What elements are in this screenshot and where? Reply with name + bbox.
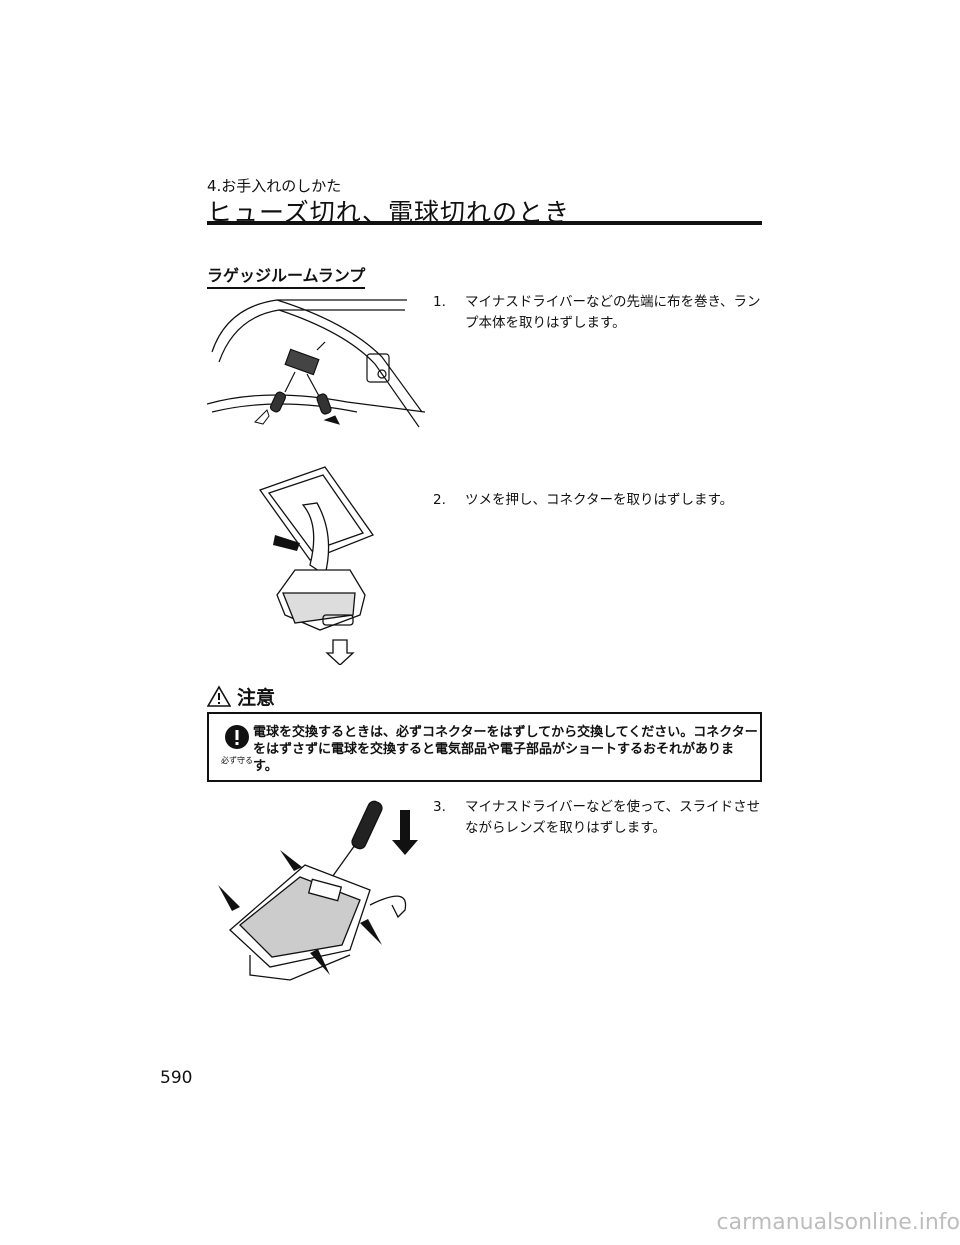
title-rule [207, 221, 762, 225]
step-number: 1. [433, 294, 446, 310]
badge-label: 必ず守る [221, 756, 253, 765]
step-number: 3. [433, 799, 446, 815]
step-number: 2. [433, 492, 446, 508]
exclamation-icon [225, 725, 249, 749]
warning-icon [207, 685, 231, 707]
step-2: 2. ツメを押し、コネクターを取りはずします。 [433, 490, 763, 511]
step-text: マイナスドライバーなどを使って、スライドさせながらレンズを取りはずします。 [465, 799, 761, 836]
chapter-label: 4.お手入れのしかた [207, 177, 342, 195]
figure-lens-removal [218, 800, 418, 981]
caution-box: 必ず守る 電球を交換するときは、必ずコネクターをはずしてから交換してください。コ… [207, 712, 762, 782]
section-title: ラゲッジルームランプ [207, 262, 366, 289]
figure-lamp-removal [207, 299, 426, 428]
step-text: ツメを押し、コネクターを取りはずします。 [465, 492, 734, 508]
watermark-link[interactable]: carmanualsonline.info [716, 1210, 960, 1235]
caution-text: 電球を交換するときは、必ずコネクターをはずしてから交換してください。コネクターを… [253, 725, 758, 774]
step-3: 3. マイナスドライバーなどを使って、スライドさせながらレンズを取りはずします。 [433, 797, 763, 839]
step-1: 1. マイナスドライバーなどの先端に布を巻き、ランプ本体を取りはずします。 [433, 292, 763, 334]
caution-label: 注意 [237, 686, 276, 709]
page-number: 590 [160, 1068, 193, 1088]
figure-connector-removal [258, 466, 375, 665]
caution-heading: 注意 [207, 684, 276, 709]
mandatory-badge: 必ず守る [217, 724, 257, 766]
step-text: マイナスドライバーなどの先端に布を巻き、ランプ本体を取りはずします。 [465, 294, 761, 331]
